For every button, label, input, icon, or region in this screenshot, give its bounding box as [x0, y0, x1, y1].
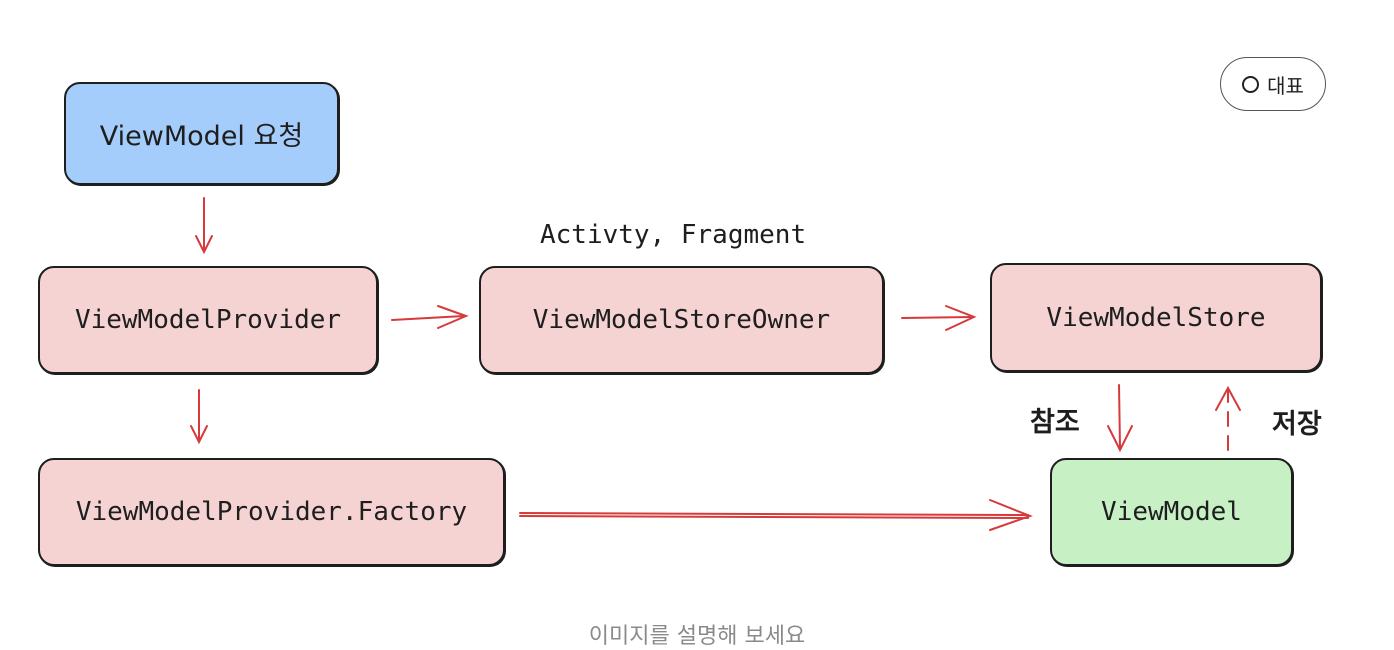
node-label: ViewModelStore: [1046, 302, 1266, 333]
arrow-provider-to-factory: [190, 389, 208, 445]
representative-button[interactable]: 대표: [1220, 57, 1326, 111]
node-viewmodel-store: ViewModelStore: [990, 263, 1322, 372]
representative-label: 대표: [1267, 73, 1304, 98]
label-save: 저장: [1272, 409, 1322, 440]
radio-circle-icon: [1242, 75, 1260, 93]
node-label: ViewModelProvider: [74, 305, 342, 335]
arrow-factory-to-viewmodel: [519, 499, 1033, 531]
node-label: ViewModel: [1101, 497, 1242, 527]
arrow-request-to-provider: [195, 197, 213, 255]
node-viewmodel: ViewModel: [1050, 458, 1293, 566]
arrow-viewmodel-to-store: [1215, 384, 1241, 451]
arrow-store-to-viewmodel: [1107, 384, 1133, 453]
arrow-provider-to-owner: [391, 305, 469, 329]
node-viewmodel-store-owner: ViewModelStoreOwner: [479, 266, 884, 374]
node-label: ViewModelProvider.Factory: [75, 497, 468, 527]
node-viewmodel-provider-factory: ViewModelProvider.Factory: [38, 458, 505, 566]
node-viewmodel-request: ViewModel 요청: [64, 82, 339, 185]
node-label: ViewModel 요청: [99, 121, 304, 152]
label-activity-fragment: Activty, Fragment: [540, 220, 807, 250]
label-reference: 참조: [1030, 407, 1080, 438]
arrow-owner-to-store: [901, 305, 977, 331]
node-viewmodel-provider: ViewModelProvider: [38, 266, 378, 374]
node-label: ViewModelStoreOwner: [532, 305, 831, 335]
image-caption-input[interactable]: 이미지를 설명해 보세요: [588, 624, 806, 649]
